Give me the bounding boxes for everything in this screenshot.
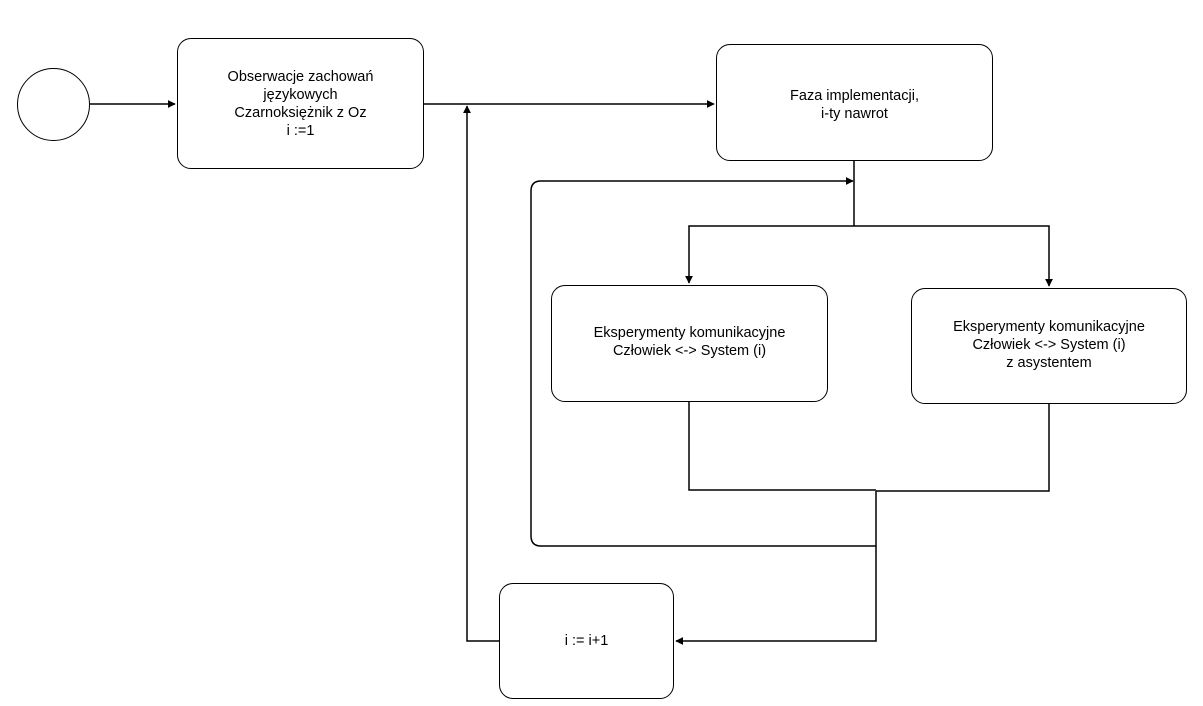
edge-branch-to-experiments-assistant xyxy=(854,225,1053,287)
start-event-circle xyxy=(17,68,90,141)
node-increment: i := i+1 xyxy=(499,583,674,699)
node-experiments-assistant: Eksperymenty komunikacyjne Człowiek <-> … xyxy=(911,288,1187,404)
node-increment-line-1: i := i+1 xyxy=(564,633,609,649)
node-observations-line-4: i :=1 xyxy=(286,122,315,139)
node-observations: Obserwacje zachowań językowych Czarnoksi… xyxy=(177,38,424,169)
node-implementation-line-1: Faza implementacji, xyxy=(790,88,919,104)
node-experiments: Eksperymenty komunikacyjne Człowiek <-> … xyxy=(551,285,828,402)
node-observations-line-1: Obserwacje zachowań xyxy=(227,68,374,85)
edge-branch-to-experiments xyxy=(685,225,854,284)
node-observations-line-3: Czarnoksiężnik z Oz xyxy=(234,104,367,121)
node-observations-line-2: językowych xyxy=(263,86,338,103)
edge-increment-to-main-line xyxy=(463,105,499,642)
edge-experiments-to-merge xyxy=(688,402,876,491)
edge-loop-to-implementation xyxy=(530,177,876,547)
node-experiments-assistant-line-3: z asystentem xyxy=(1006,355,1092,371)
node-implementation: Faza implementacji, i-ty nawrot xyxy=(716,44,993,161)
node-experiments-line-1: Eksperymenty komunikacyjne xyxy=(593,325,786,341)
edge-merge-to-increment xyxy=(675,491,877,645)
node-implementation-line-2: i-ty nawrot xyxy=(821,106,888,122)
edge-experiments-assistant-to-merge xyxy=(876,404,1050,492)
node-experiments-assistant-line-1: Eksperymenty komunikacyjne xyxy=(953,319,1145,335)
node-experiments-assistant-line-2: Człowiek <-> System (i) xyxy=(972,337,1126,353)
node-experiments-line-2: Człowiek <-> System (i) xyxy=(612,343,767,359)
